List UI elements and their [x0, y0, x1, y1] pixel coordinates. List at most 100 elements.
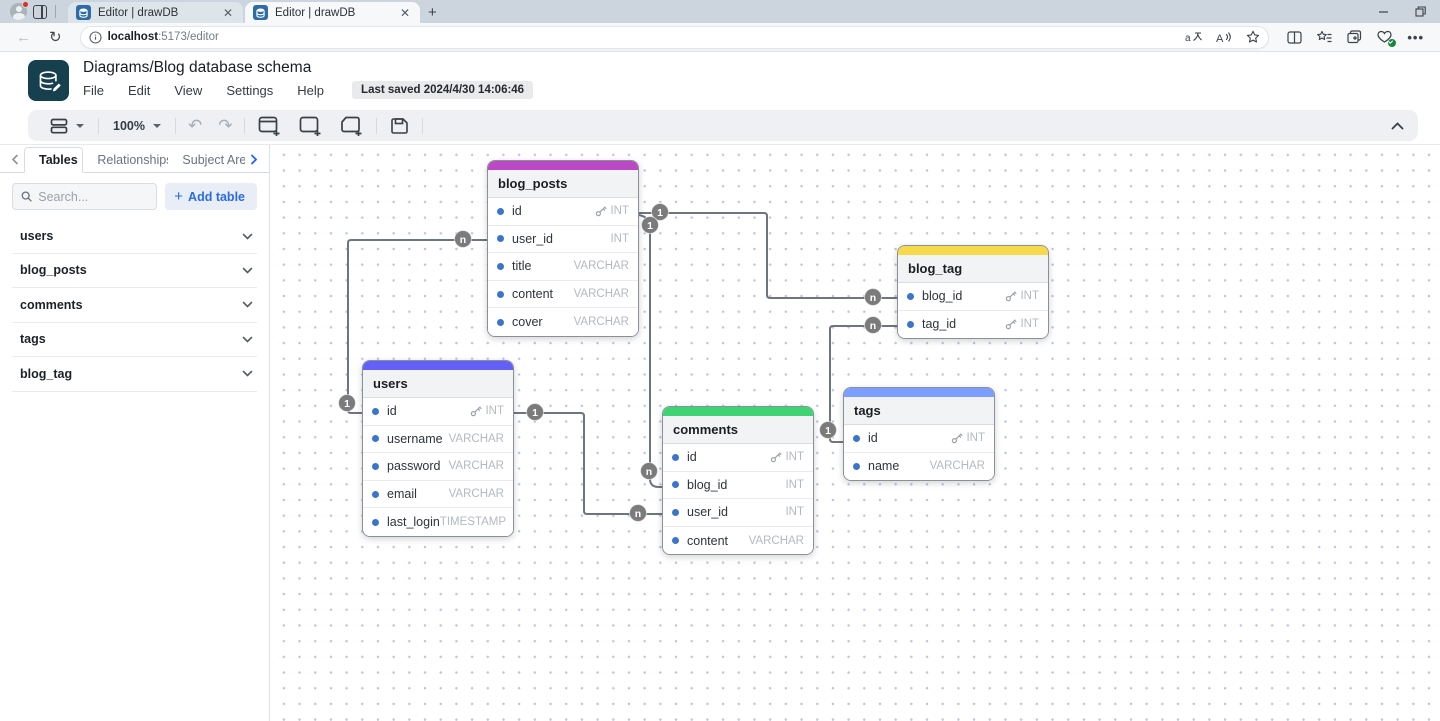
add-table-button[interactable]: + Add table: [165, 183, 257, 210]
new-tab-button[interactable]: +: [428, 4, 437, 21]
chevron-down-icon[interactable]: [242, 301, 253, 308]
relationship-users.id-comments.user_id: [513, 412, 662, 515]
table-header[interactable]: comments: [663, 416, 813, 444]
add-note-button[interactable]: [331, 116, 372, 136]
redo-button[interactable]: ↷: [218, 115, 233, 136]
favorite-star-icon[interactable]: [1246, 30, 1260, 44]
tab-tables[interactable]: Tables: [24, 147, 84, 173]
tab-subject-areas[interactable]: Subject Are: [182, 152, 245, 167]
chevron-down-icon[interactable]: [242, 267, 253, 274]
field-dot-icon: [497, 262, 504, 270]
read-aloud-icon[interactable]: A: [1216, 31, 1232, 44]
site-info-icon[interactable]: [89, 30, 102, 44]
add-table-toolbar-button[interactable]: [249, 116, 290, 136]
primary-key-icon: [1006, 319, 1017, 330]
translate-icon[interactable]: a: [1185, 31, 1203, 44]
tabs-scroll-left-icon[interactable]: [6, 147, 24, 172]
table-header[interactable]: users: [363, 370, 513, 398]
field-type: VARCHAR: [573, 288, 629, 301]
browser-essentials-icon[interactable]: [1377, 30, 1397, 47]
chevron-down-icon[interactable]: [242, 233, 253, 240]
field-type: INT: [1005, 290, 1039, 302]
tab-actions-menu-icon[interactable]: [33, 4, 47, 19]
window-minimize-icon[interactable]: [1378, 6, 1389, 17]
add-area-button[interactable]: [290, 116, 331, 136]
tab-relationships[interactable]: Relationships: [97, 152, 169, 167]
tab-close-icon[interactable]: ✕: [222, 5, 233, 20]
browser-settings-menu-icon[interactable]: •••: [1407, 29, 1424, 45]
address-bar[interactable]: localhost:5173/editor a A: [79, 25, 1270, 49]
browser-tab-2[interactable]: Editor | drawDB ✕: [245, 2, 420, 23]
svg-text:n: n: [870, 320, 876, 332]
sidebar-item-label: blog_posts: [20, 263, 87, 278]
svg-text:n: n: [870, 292, 876, 304]
favorites-list-icon[interactable]: [1317, 30, 1332, 44]
sidebar-item-blog_posts[interactable]: blog_posts: [12, 254, 257, 288]
tab-close-icon[interactable]: ✕: [399, 5, 410, 20]
browser-profile-avatar[interactable]: [10, 1, 29, 20]
sidebar-item-tags[interactable]: tags: [12, 323, 257, 357]
document-title[interactable]: Diagrams/Blog database schema: [83, 59, 312, 76]
table-header[interactable]: blog_tag: [898, 255, 1048, 283]
table-color-stripe: [898, 246, 1048, 255]
field-type: TIMESTAMP: [439, 516, 507, 529]
chevron-down-icon[interactable]: [242, 370, 253, 377]
split-screen-icon[interactable]: [1287, 30, 1302, 44]
field-name: user_id: [687, 505, 728, 520]
menu-view[interactable]: View: [174, 82, 203, 98]
browser-tab-1[interactable]: Editor | drawDB ✕: [68, 2, 243, 23]
field-dot-icon: [372, 518, 379, 526]
menu-help[interactable]: Help: [297, 82, 325, 98]
sidebar-item-comments[interactable]: comments: [12, 288, 257, 323]
relationship-blog_posts.id-comments.blog_id: [638, 214, 662, 488]
refresh-button[interactable]: ↻: [49, 28, 62, 46]
back-button[interactable]: ←: [16, 28, 31, 46]
chevron-down-icon[interactable]: [242, 336, 253, 343]
table-header[interactable]: blog_posts: [488, 170, 638, 198]
window-restore-icon[interactable]: [1415, 6, 1426, 17]
table-header[interactable]: tags: [844, 397, 994, 425]
collections-icon[interactable]: [1347, 30, 1362, 44]
menu-edit[interactable]: Edit: [127, 82, 151, 98]
tabs-scroll-right-icon[interactable]: [245, 147, 263, 172]
sidebar-tab-bar: Tables Relationships Subject Are: [0, 145, 269, 173]
search-input[interactable]: [38, 189, 149, 204]
menu-file[interactable]: File: [83, 82, 104, 98]
view-options-button[interactable]: [40, 118, 94, 134]
field-type: VARCHAR: [573, 260, 629, 273]
zoom-level: 100%: [113, 118, 145, 133]
svg-text:a: a: [1185, 33, 1191, 44]
sidebar-item-users[interactable]: users: [12, 219, 257, 254]
menu-settings[interactable]: Settings: [226, 82, 274, 98]
collapse-toolbar-button[interactable]: [1391, 110, 1404, 141]
undo-button[interactable]: ↶: [187, 115, 203, 136]
sidebar-item-blog_tag[interactable]: blog_tag: [12, 357, 257, 392]
save-button[interactable]: [381, 117, 418, 135]
zoom-control[interactable]: 100%: [103, 119, 171, 133]
